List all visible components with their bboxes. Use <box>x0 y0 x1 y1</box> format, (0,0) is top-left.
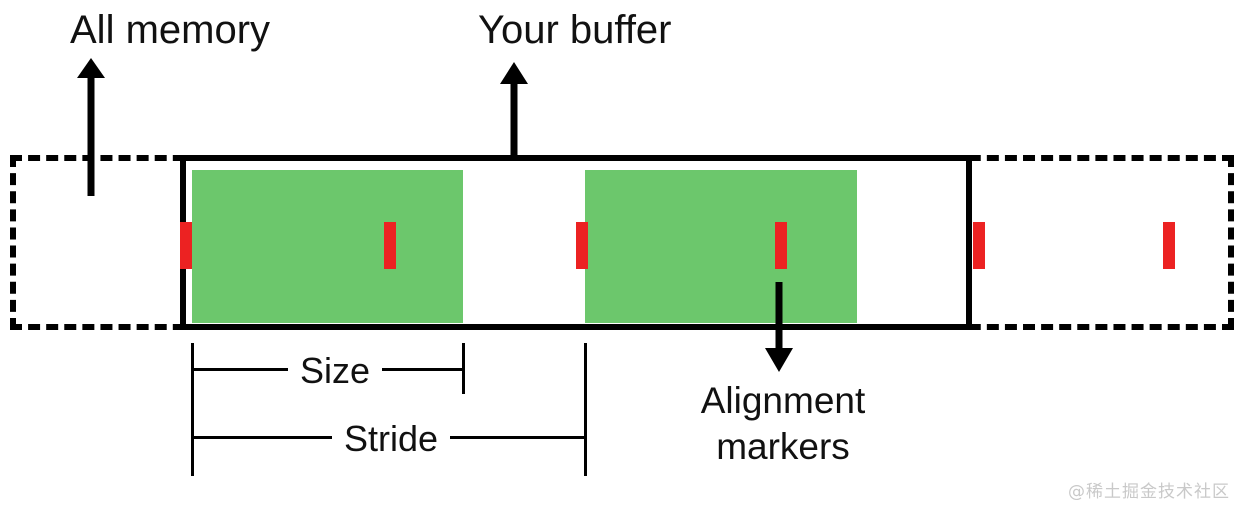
alignment-marker <box>180 222 192 269</box>
alignment-marker <box>775 222 787 269</box>
watermark: @稀土掘金技术社区 <box>1068 482 1230 502</box>
measure-tick-left <box>191 343 194 476</box>
alignment-marker <box>973 222 985 269</box>
alignment-markers-label: Alignment markers <box>700 380 866 467</box>
alignment-markers-arrow <box>765 282 793 372</box>
measure-tick-stride-right <box>584 343 587 476</box>
allocation-block <box>192 170 463 323</box>
alignment-marker <box>576 222 588 269</box>
measure-label-size: Size <box>288 350 383 392</box>
allocation-block <box>585 170 857 323</box>
your-buffer-arrow <box>500 62 528 156</box>
all-memory-label: All memory <box>70 8 271 52</box>
all-memory-arrow <box>77 58 105 196</box>
alignment-marker <box>384 222 396 269</box>
measure-label-stride: Stride <box>332 418 451 460</box>
alignment-marker <box>1163 222 1175 269</box>
your-buffer-label: Your buffer <box>478 8 672 52</box>
